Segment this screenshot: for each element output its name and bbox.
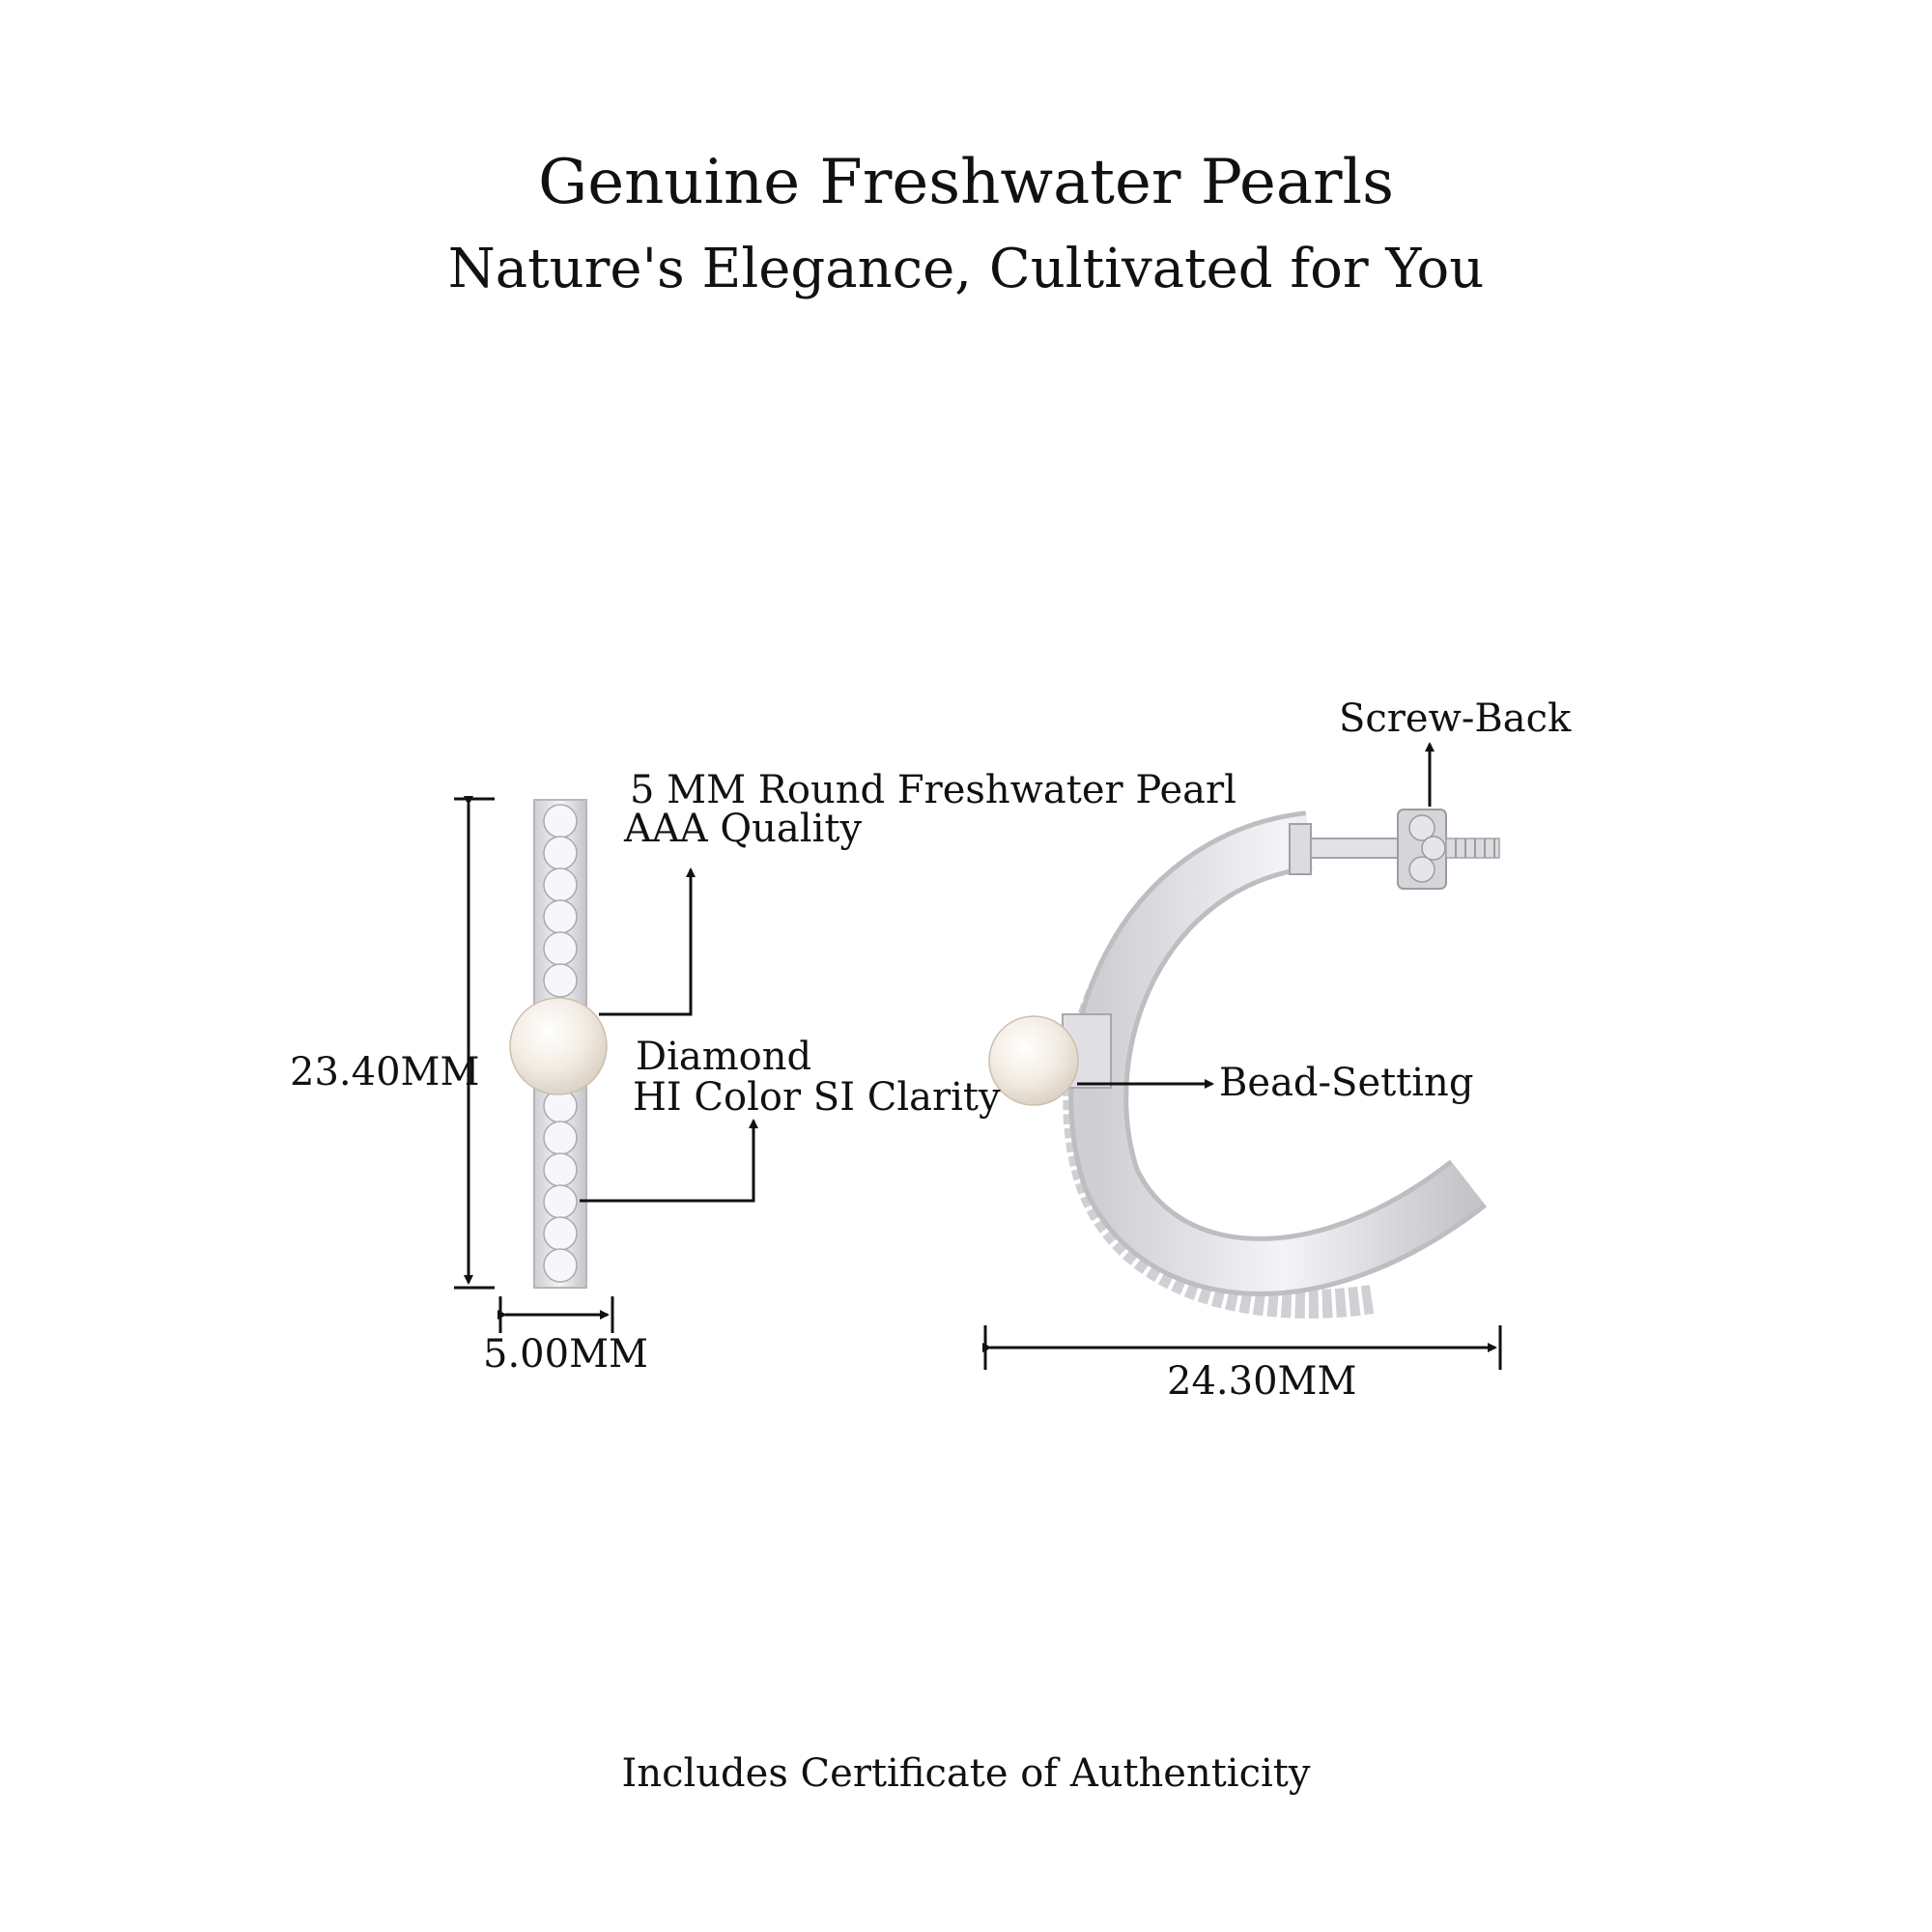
pearl-callout-line bbox=[599, 867, 696, 1016]
front-view-earring bbox=[509, 799, 608, 1289]
diamond-label-line2: HI Color SI Clarity bbox=[633, 1075, 1001, 1120]
screw-back-nut bbox=[1397, 809, 1500, 890]
width-dimension-side bbox=[982, 1325, 1502, 1370]
pearl-label-line1: 5 MM Round Freshwater Pearl bbox=[630, 768, 1236, 812]
side-width-label: 24.30MM bbox=[1167, 1359, 1357, 1404]
pearl-front bbox=[509, 997, 608, 1095]
page-title: Genuine Freshwater Pearls bbox=[538, 147, 1394, 218]
page-subtitle: Nature's Elegance, Cultivated for You bbox=[447, 238, 1485, 300]
certificate-note: Includes Certificate of Authenticity bbox=[621, 1751, 1311, 1796]
screw-back-label: Screw-Back bbox=[1339, 696, 1572, 741]
height-label: 23.40MM bbox=[290, 1050, 480, 1094]
pearl-side bbox=[988, 1015, 1079, 1106]
diamond-label-line1: Diamond bbox=[636, 1035, 812, 1079]
width-dimension-front bbox=[497, 1296, 614, 1333]
diamond-row bbox=[543, 804, 578, 1283]
diamond-callout-line bbox=[580, 1119, 758, 1203]
side-view-earring bbox=[988, 809, 1500, 1319]
front-width-label: 5.00MM bbox=[483, 1332, 648, 1377]
pearl-label-line2: AAA Quality bbox=[624, 807, 863, 851]
bead-setting-label: Bead-Setting bbox=[1219, 1061, 1474, 1105]
height-dimension bbox=[454, 796, 495, 1290]
